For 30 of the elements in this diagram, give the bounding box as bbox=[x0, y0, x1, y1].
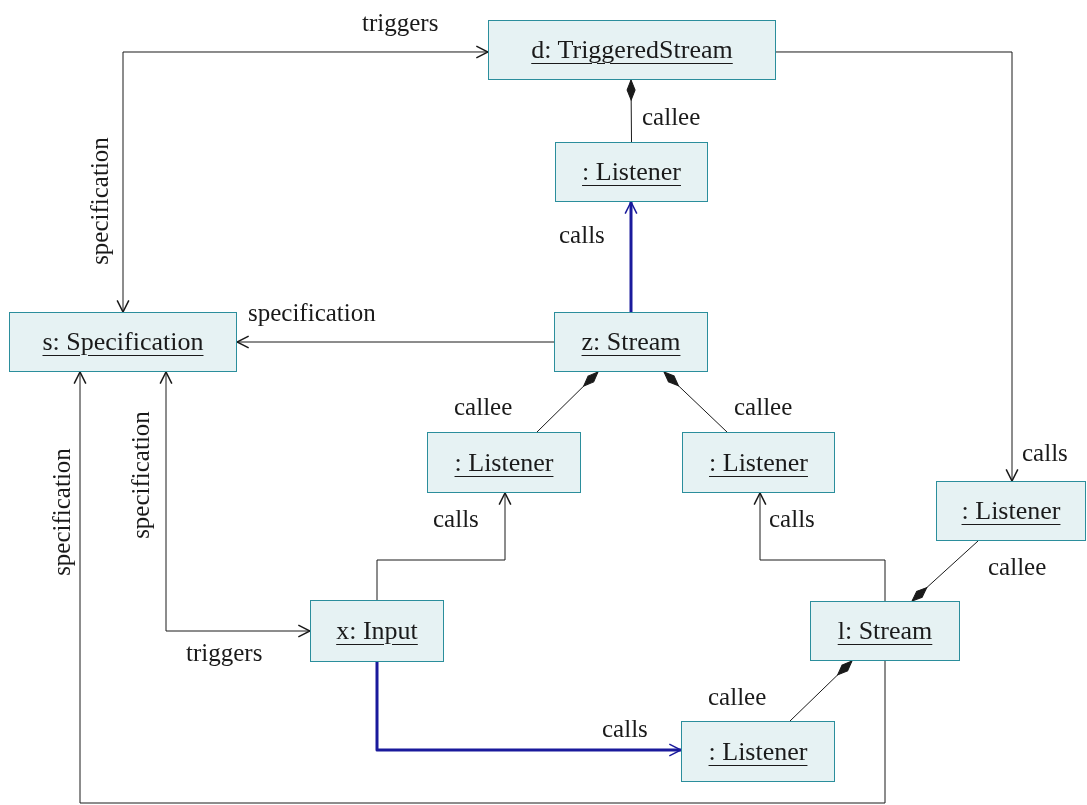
object-name: z: Stream bbox=[581, 329, 681, 355]
object-box bbox=[682, 432, 835, 493]
object-name: s: Specification bbox=[42, 329, 204, 355]
object-name: : Listener bbox=[582, 159, 681, 185]
arrow bbox=[236, 335, 555, 349]
arrow bbox=[775, 51, 1019, 482]
arrow bbox=[753, 492, 886, 602]
object-box bbox=[681, 721, 835, 782]
object-name: : Listener bbox=[961, 498, 1061, 524]
object-box bbox=[9, 312, 237, 372]
arrow bbox=[159, 371, 311, 638]
object-name: d: TriggeredStream bbox=[531, 37, 733, 63]
arrow bbox=[116, 45, 489, 313]
object-name: : Listener bbox=[709, 449, 808, 476]
arrow bbox=[624, 201, 638, 312]
object-box bbox=[555, 142, 708, 202]
object-name: x: Input bbox=[336, 618, 418, 644]
object-box bbox=[936, 481, 1086, 541]
object-box bbox=[310, 600, 444, 662]
object-box bbox=[554, 312, 708, 372]
object-box bbox=[810, 601, 960, 661]
object-name: : Listener bbox=[454, 449, 554, 476]
arrow bbox=[73, 371, 886, 804]
arrow bbox=[376, 492, 512, 601]
object-box bbox=[427, 432, 581, 493]
arrow bbox=[375, 662, 682, 757]
object-name: : Listener bbox=[708, 738, 808, 765]
object-name: l: Stream bbox=[837, 618, 933, 644]
object-box bbox=[488, 20, 776, 80]
role-label: specification bbox=[248, 300, 376, 325]
